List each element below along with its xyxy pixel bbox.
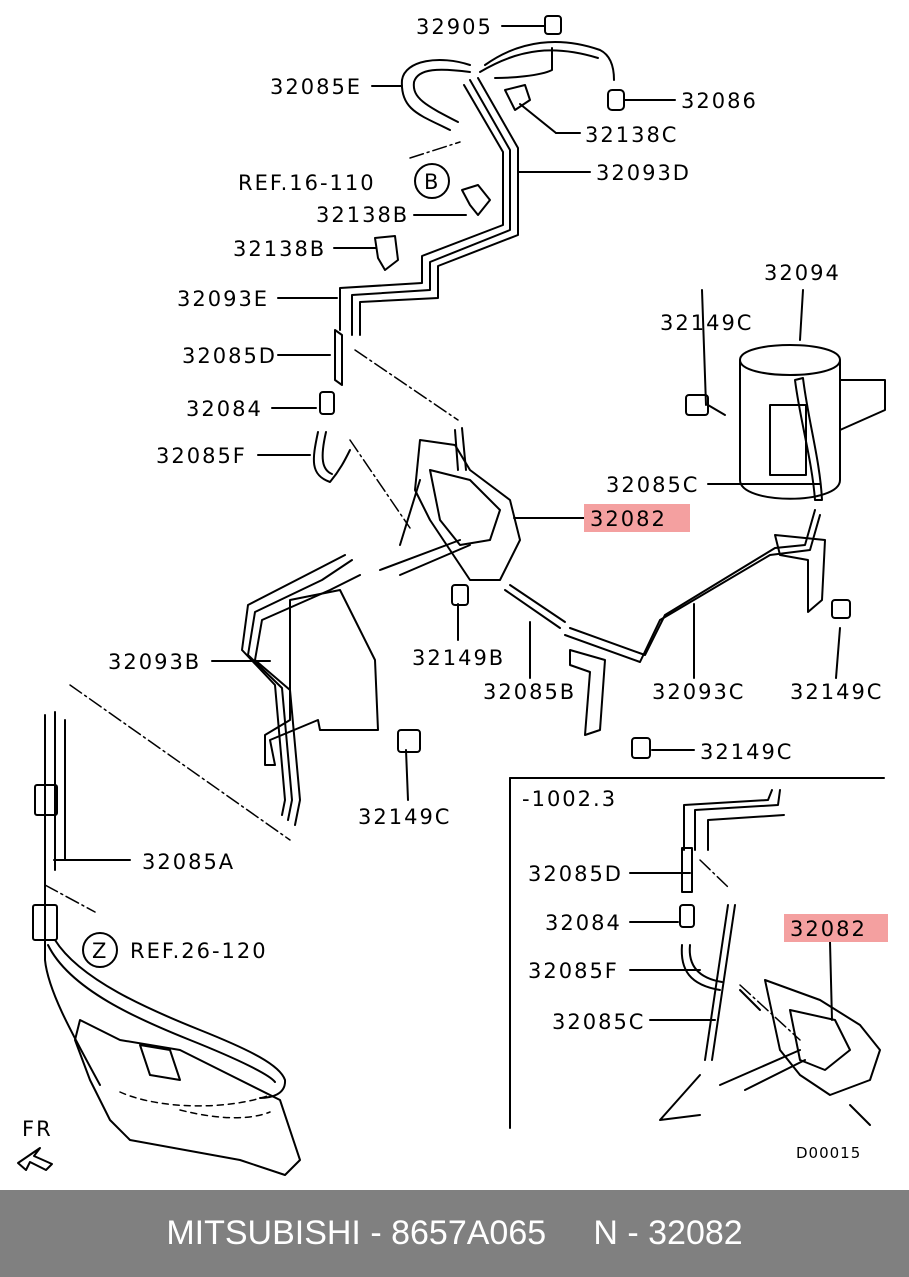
label-ref-16-110: REF.16-110 — [238, 171, 376, 195]
label-32093B: 32093B — [108, 650, 201, 674]
label-32149C-left: 32149C — [358, 805, 451, 829]
label-32082-main: 32082 — [590, 507, 667, 531]
diagram-code: D00015 — [796, 1144, 861, 1162]
label-32905: 32905 — [416, 15, 493, 39]
label-32085F: 32085F — [156, 444, 247, 468]
inset-label-32084: 32084 — [545, 911, 622, 935]
inset-label-32085F: 32085F — [528, 959, 619, 983]
label-32138B-upper: 32138B — [316, 203, 409, 227]
label-32149C-right: 32149C — [790, 680, 883, 704]
part-number-caption: MITSUBISHI - 8657A065 N - 32082 — [166, 1214, 743, 1252]
label-32085E: 32085E — [270, 75, 362, 99]
circle-b-label: B — [424, 170, 440, 194]
parts-diagram: 32905 32085E 32086 32138C REF.16-110 B 3… — [17, 15, 888, 1176]
inset-label-32085C: 32085C — [552, 1010, 645, 1034]
label-32138B-lower: 32138B — [233, 237, 326, 261]
label-32086: 32086 — [681, 89, 758, 113]
highlight-box-inset — [784, 914, 888, 942]
inset-label-32082: 32082 — [790, 917, 867, 941]
label-32085C: 32085C — [606, 473, 699, 497]
label-32094: 32094 — [764, 261, 841, 285]
label-32085D: 32085D — [182, 344, 277, 368]
label-32084: 32084 — [186, 397, 263, 421]
label-fr: FR — [22, 1117, 53, 1141]
footer-bar: MITSUBISHI - 8657A065 N - 32082 — [0, 1190, 909, 1277]
label-32138C: 32138C — [585, 123, 678, 147]
label-32093C: 32093C — [652, 680, 745, 704]
label-32085B: 32085B — [483, 680, 576, 704]
label-32093D: 32093D — [596, 161, 691, 185]
inset-range-label: -1002.3 — [522, 787, 617, 811]
label-ref-26-120: REF.26-120 — [130, 939, 268, 963]
label-32085A: 32085A — [142, 850, 235, 874]
inset-label-32085D: 32085D — [528, 862, 623, 886]
label-32093E: 32093E — [177, 287, 269, 311]
label-32149C-top: 32149C — [660, 311, 753, 335]
label-32149B: 32149B — [412, 646, 505, 670]
circle-z-label: Z — [92, 939, 108, 963]
highlight-box-main — [584, 504, 690, 532]
label-32149C-mid: 32149C — [700, 740, 793, 764]
